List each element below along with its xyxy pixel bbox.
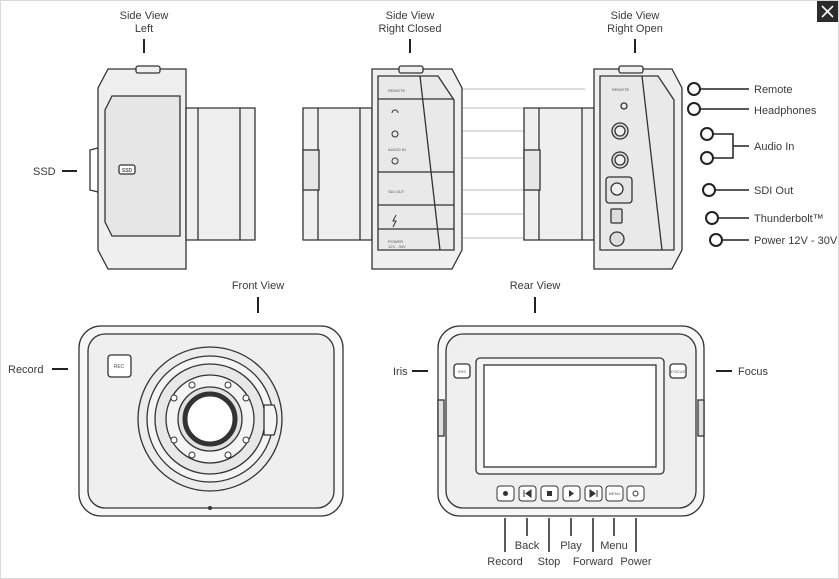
sdi-out-callout: SDI Out [754, 185, 793, 197]
power-callout: Power 12V - 30V [754, 235, 838, 247]
rear-button-icons [503, 489, 639, 498]
remote-callout: Remote [754, 84, 793, 96]
closed-cover-icons [391, 109, 399, 228]
side-left-title-2: Left [135, 23, 153, 35]
thunderbolt-callout: Thunderbolt™ [754, 213, 824, 225]
audio-jack-icon [391, 157, 399, 165]
rear-back-callout: Back [515, 540, 540, 552]
rear-button-leaders [504, 518, 637, 552]
front-view [78, 325, 344, 517]
iris-button-label: IRIS [458, 369, 466, 374]
rear-view-title: Rear View [510, 280, 561, 292]
port-markers [687, 82, 723, 247]
side-left-title-1: Side View [120, 10, 169, 22]
audio-jack-icon [391, 130, 399, 138]
port-remote-label: REMOTE [612, 87, 629, 92]
cover-power-label: POWER [388, 239, 403, 244]
side-view-right-open [523, 65, 683, 270]
rear-menu-button [605, 485, 624, 502]
focus-callout: Focus [738, 366, 768, 378]
side-view-left [89, 65, 256, 270]
forward-icon [589, 489, 598, 498]
rec-button-label: REC [114, 364, 125, 370]
side-right-open-title-1: Side View [611, 10, 660, 22]
back-icon [523, 489, 532, 498]
headphones-callout: Headphones [754, 105, 817, 117]
cover-remote-label: REMOTE [388, 88, 405, 93]
iris-callout: Iris [393, 366, 408, 378]
close-icon [821, 5, 834, 18]
side-right-closed-title-1: Side View [386, 10, 435, 22]
lens-mount-screws [170, 381, 250, 459]
headphones-icon [391, 109, 399, 114]
record-icon [503, 491, 508, 496]
rear-view [437, 325, 705, 517]
closed-cover-labels: REMOTE AUDIO IN SDI OUT POWER 12V - 30V [388, 88, 406, 249]
port-leaders [700, 88, 749, 241]
menu-button-label: MENU [609, 491, 621, 496]
ssd-callout: SSD [33, 166, 56, 178]
rear-power-button [626, 485, 645, 502]
ssd-badge: SSD [122, 168, 133, 174]
close-button[interactable] [817, 1, 838, 22]
focus-button-label: FOCUS [671, 369, 685, 374]
rear-menu-callout: Menu [600, 540, 628, 552]
side-right-open-title-2: Right Open [607, 23, 663, 35]
cover-power-spec: 12V - 30V [388, 244, 406, 249]
side-view-right-closed [302, 65, 463, 270]
play-icon [569, 490, 574, 497]
rear-stop-callout: Stop [538, 556, 561, 568]
rear-power-callout: Power [620, 556, 652, 568]
audio-in-callout: Audio In [754, 141, 794, 153]
thunderbolt-icon [392, 214, 397, 228]
rear-play-callout: Play [560, 540, 582, 552]
cover-sdi-out-label: SDI OUT [388, 189, 405, 194]
side-right-closed-title-2: Right Closed [379, 23, 442, 35]
record-front-callout: Record [8, 364, 43, 376]
front-view-title: Front View [232, 280, 284, 292]
rear-record-callout: Record [487, 556, 522, 568]
stop-icon [547, 491, 552, 496]
cover-audio-in-label: AUDIO IN [388, 147, 406, 152]
rear-forward-callout: Forward [573, 556, 613, 568]
power-icon [632, 490, 639, 497]
rear-buttons [496, 485, 645, 502]
